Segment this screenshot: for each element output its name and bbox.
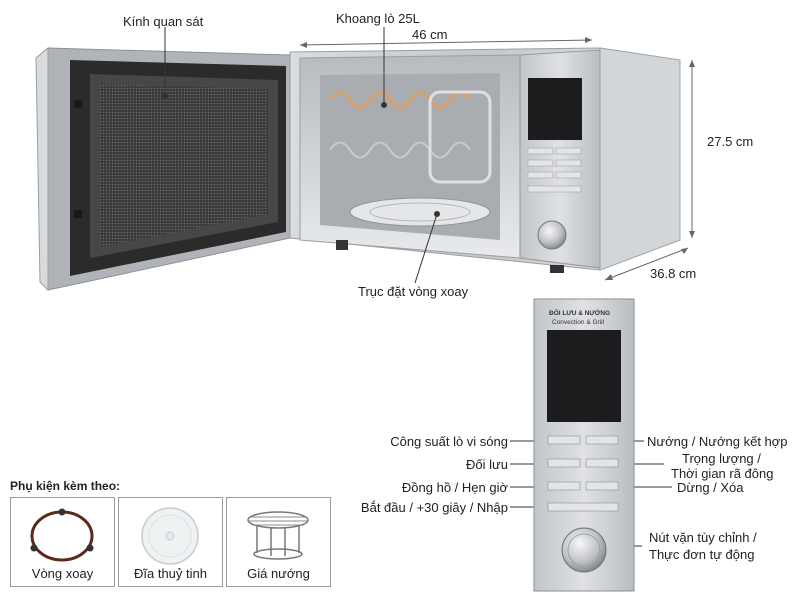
- turntable-axis-label: Trục đặt vòng xoay: [358, 284, 469, 299]
- dial-label-2: Thực đơn tự động: [649, 547, 755, 562]
- control-dial[interactable]: [562, 528, 606, 572]
- dimension-lines: [299, 37, 695, 281]
- accessory-label: Đĩa thuỷ tinh: [134, 566, 207, 581]
- convection-label: Đối lưu: [466, 457, 508, 472]
- panel-brand-en: Convection & Grill: [552, 319, 605, 326]
- accessory-turntable-ring: Vòng xoay: [10, 497, 115, 587]
- convection-button[interactable]: [548, 459, 580, 467]
- stop-clear-label: Dừng / Xóa: [677, 480, 744, 495]
- glass-plate-icon: [141, 507, 199, 565]
- height-dimension-label: 27.5 cm: [707, 134, 754, 149]
- start-button[interactable]: [548, 503, 618, 511]
- width-dimension-label: 46 cm: [412, 27, 448, 42]
- grill-rack-icon: [247, 511, 309, 560]
- depth-dimension-label: 36.8 cm: [650, 266, 697, 281]
- accessory-label: Giá nướng: [247, 566, 310, 581]
- grill-combo-label: Nướng / Nướng kết hợp: [647, 434, 788, 449]
- viewing-window-label: Kính quan sát: [123, 14, 204, 29]
- grill-combo-button[interactable]: [586, 436, 618, 444]
- clock-timer-label: Đồng hồ / Hẹn giờ: [401, 480, 508, 495]
- accessories-title: Phụ kiện kèm theo:: [10, 479, 121, 493]
- start-label: Bắt đầu / +30 giây / Nhập: [360, 500, 508, 515]
- cavity-label: Khoang lò 25L: [336, 11, 420, 26]
- microwave-door: [35, 46, 291, 292]
- control-panel-detail: [533, 298, 635, 592]
- weight-defrost-label-2: Thời gian rã đông: [671, 466, 774, 481]
- panel-brand-vn: ĐỐI LƯU & NƯỚNG: [549, 310, 611, 317]
- weight-defrost-label-1: Trọng lượng /: [682, 451, 761, 466]
- microwave-body: [289, 47, 681, 273]
- microwave-power-button[interactable]: [548, 436, 580, 444]
- stop-clear-button[interactable]: [586, 482, 618, 490]
- accessory-grill-rack: Giá nướng: [226, 497, 331, 587]
- turntable-ring-icon: [30, 508, 94, 562]
- clock-timer-button[interactable]: [548, 482, 580, 490]
- dial-label-1: Nút vặn tùy chỉnh /: [649, 530, 757, 545]
- front-control-strip: [519, 49, 601, 269]
- weight-defrost-button[interactable]: [586, 459, 618, 467]
- accessory-glass-plate: Đĩa thuỷ tinh: [118, 497, 223, 587]
- microwave-power-label: Công suất lò vi sóng: [390, 434, 508, 449]
- accessory-label: Vòng xoay: [31, 566, 94, 581]
